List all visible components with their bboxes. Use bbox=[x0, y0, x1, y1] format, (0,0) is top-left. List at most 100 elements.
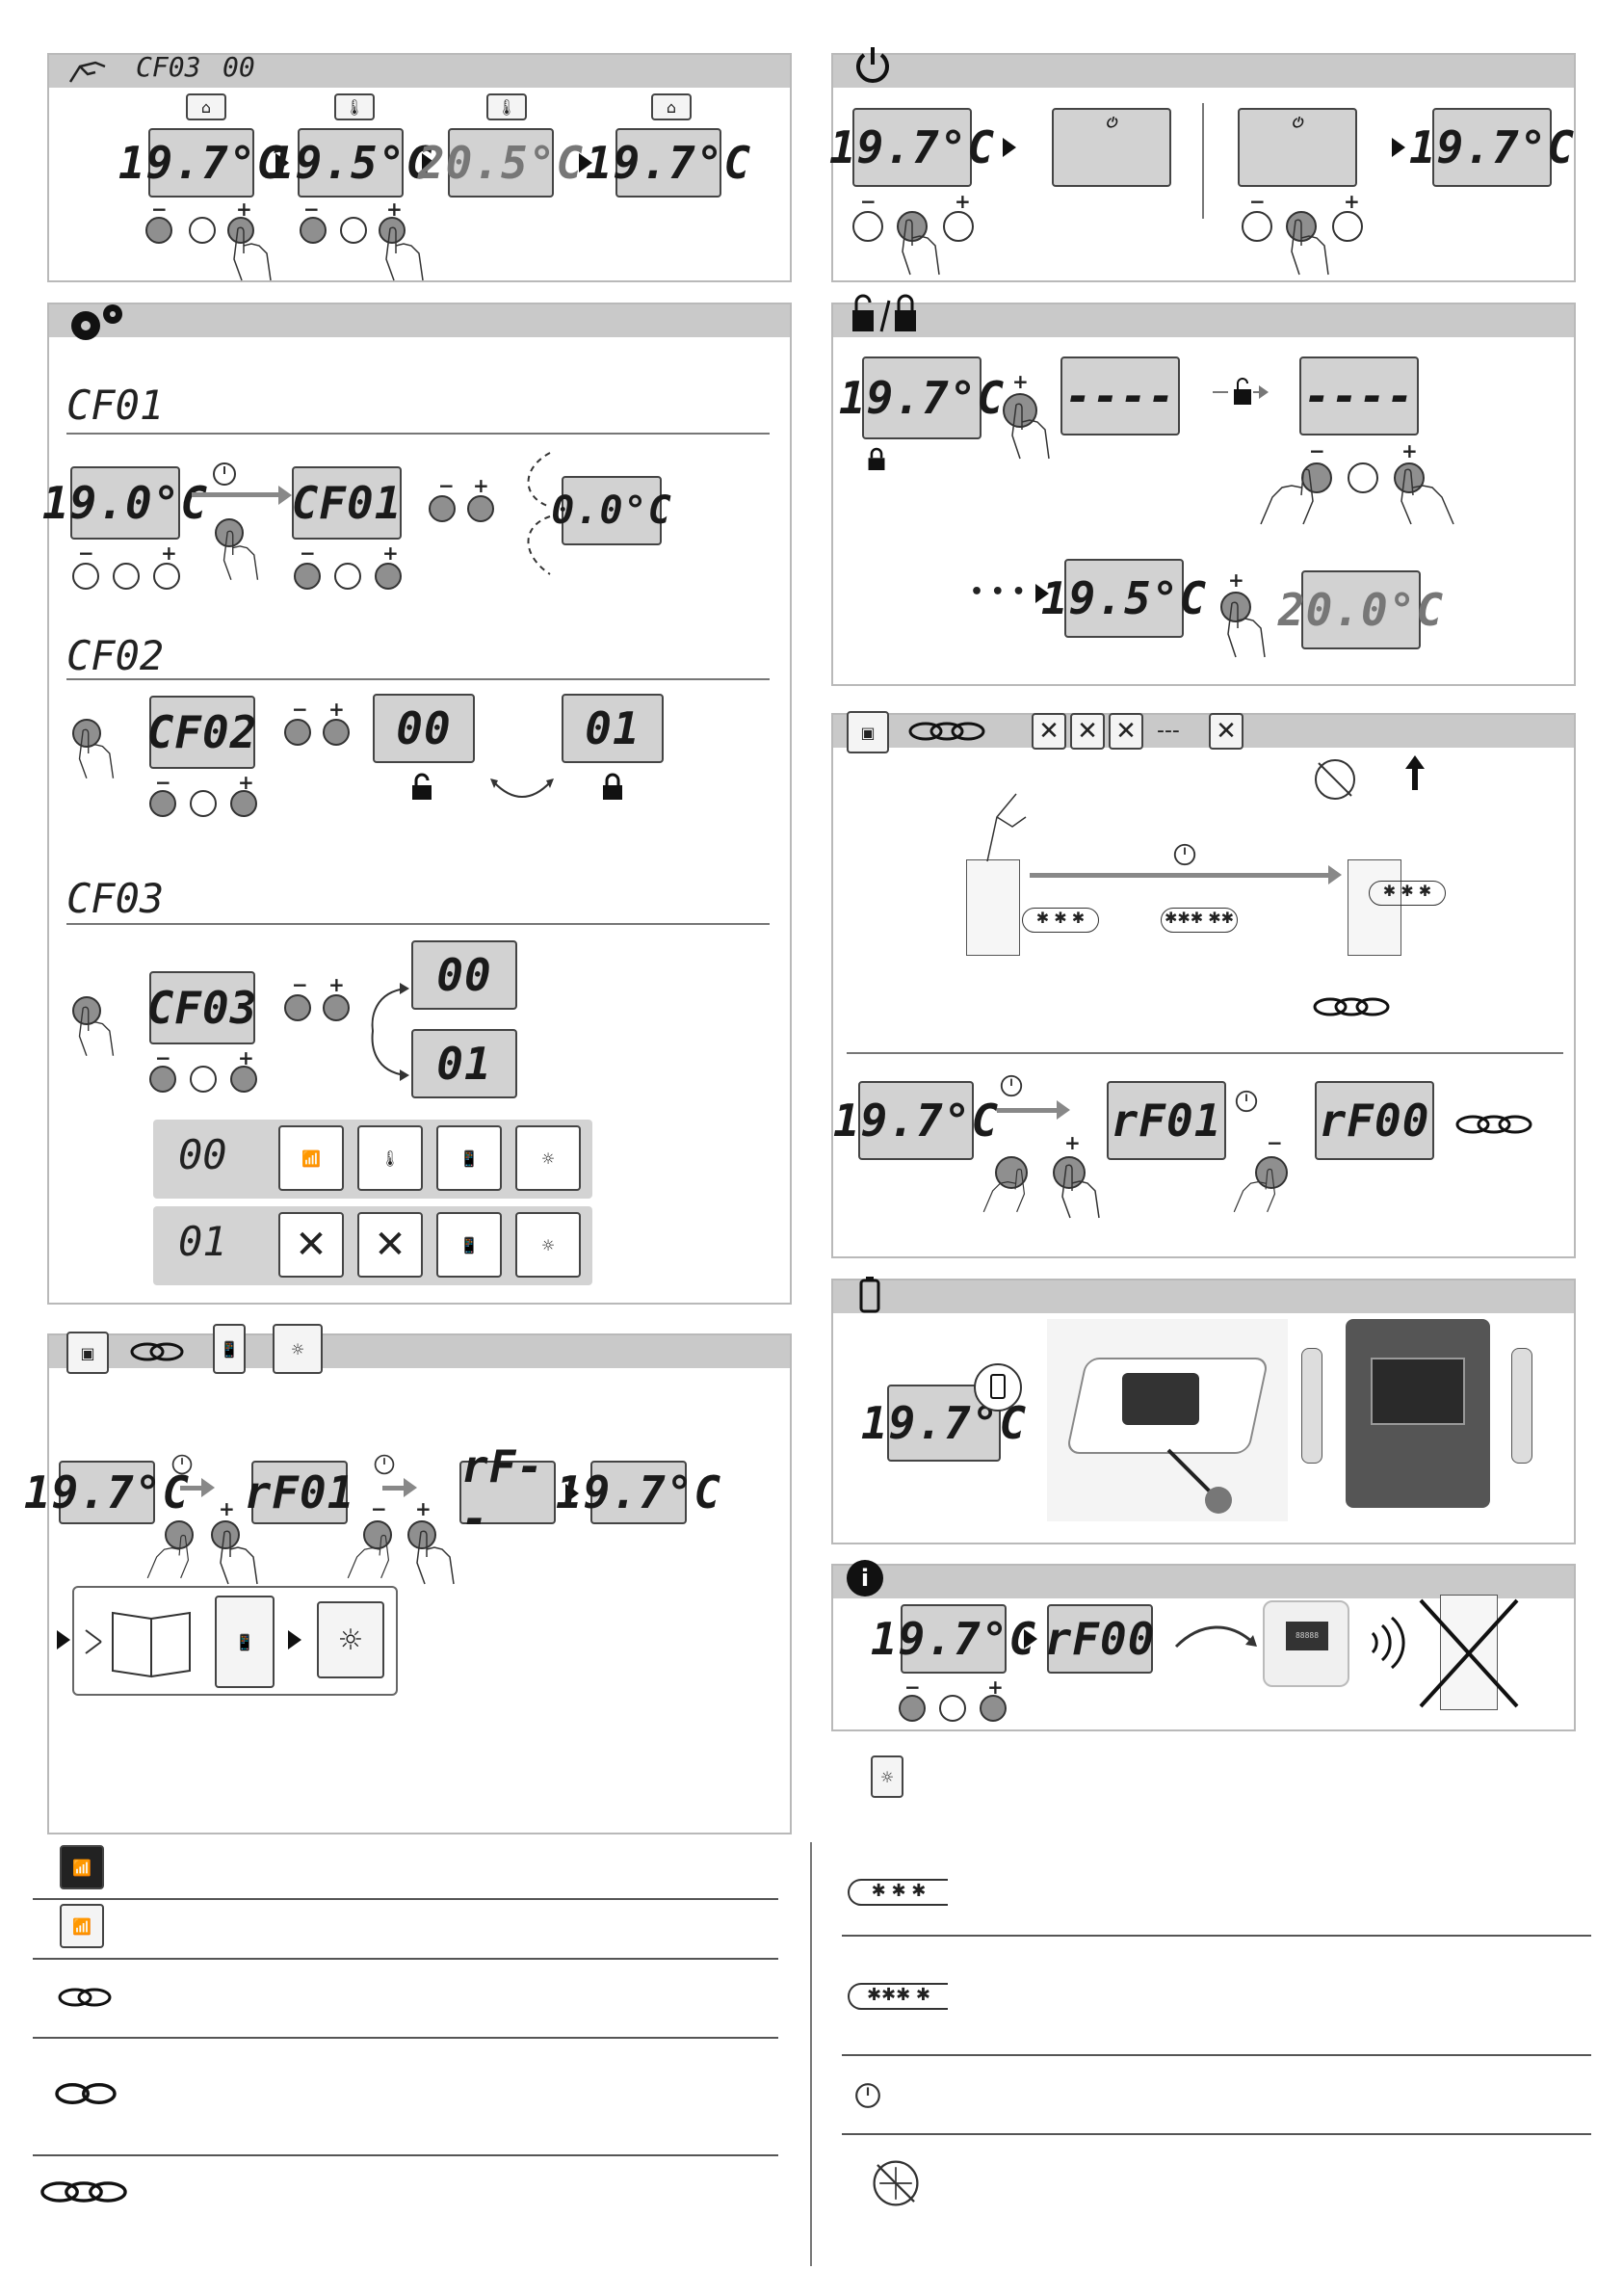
pairing-display-temp: 19.7°C bbox=[24, 1461, 189, 1524]
plus-button[interactable] bbox=[323, 994, 350, 1021]
plus-button[interactable] bbox=[379, 217, 406, 244]
led-indicator: ✱✱✱ ✱✱ bbox=[1161, 908, 1238, 933]
led-indicator: ✱ ✱ ✱ bbox=[1369, 881, 1446, 906]
pairing-display-rf01: rF01 bbox=[245, 1461, 353, 1524]
panel-info: i 19.7°C rF00 − + 88888 bbox=[831, 1560, 1576, 1731]
pairing-display-temp-2: 19.7°C bbox=[556, 1461, 720, 1524]
plus-label: + bbox=[382, 541, 399, 565]
display-off-2: ⏻ bbox=[1238, 108, 1357, 187]
plus-label: + bbox=[386, 198, 403, 221]
mode-button[interactable] bbox=[189, 217, 216, 244]
hold-timer-icon bbox=[213, 462, 236, 486]
minus-button[interactable] bbox=[72, 563, 99, 590]
broken-link-icon bbox=[1455, 1115, 1532, 1134]
plus-button[interactable] bbox=[943, 211, 974, 242]
plus-label: + bbox=[987, 1676, 1004, 1699]
minus-button[interactable] bbox=[284, 719, 311, 746]
phone-app-icon: 📱 bbox=[213, 1324, 246, 1374]
minus-label: − bbox=[904, 1676, 921, 1699]
remote-sensor-icon: 📶 bbox=[278, 1125, 344, 1191]
minus-label: − bbox=[78, 541, 94, 565]
hold-arrow bbox=[997, 1108, 1059, 1113]
mode-button[interactable] bbox=[190, 790, 217, 817]
triple-broken-link-icon bbox=[40, 2181, 127, 2203]
plus-button[interactable] bbox=[153, 563, 180, 590]
plus-button[interactable] bbox=[230, 1066, 257, 1093]
minus-button[interactable] bbox=[899, 1695, 926, 1722]
finger-press-icon bbox=[982, 1168, 1026, 1213]
cf01-title: CF01 bbox=[66, 382, 165, 429]
gateway-device: 88888 bbox=[1263, 1600, 1349, 1687]
mode-button-press[interactable] bbox=[215, 518, 244, 547]
minus-label: − bbox=[860, 190, 877, 213]
plus-button[interactable] bbox=[980, 1695, 1007, 1722]
plus-button[interactable] bbox=[230, 790, 257, 817]
mode-button[interactable] bbox=[1348, 462, 1378, 493]
minus-button[interactable] bbox=[145, 217, 172, 244]
minus-label: − bbox=[300, 541, 316, 565]
mode-button[interactable] bbox=[334, 563, 361, 590]
curve-arrow bbox=[1174, 1625, 1257, 1649]
plus-label: + bbox=[238, 1046, 254, 1069]
plus-button[interactable] bbox=[227, 217, 254, 244]
mode-button[interactable] bbox=[113, 563, 140, 590]
minus-label: − bbox=[292, 698, 308, 721]
no-light-icon bbox=[873, 2160, 919, 2206]
minus-button[interactable] bbox=[1301, 462, 1332, 493]
lock-display-temp: 19.7°C bbox=[839, 356, 1004, 439]
arrow bbox=[1035, 584, 1049, 603]
minus-button[interactable] bbox=[300, 217, 327, 244]
mode-button[interactable] bbox=[939, 1695, 966, 1722]
home-mode-icon: ⌂ bbox=[186, 93, 226, 120]
battery-right bbox=[1511, 1348, 1532, 1464]
plus-button[interactable] bbox=[1332, 211, 1363, 242]
minus-button[interactable] bbox=[429, 495, 456, 522]
plus-label: + bbox=[415, 1497, 432, 1520]
plus-button[interactable] bbox=[1053, 1156, 1086, 1189]
header-value: 00 bbox=[223, 51, 255, 83]
minus-button[interactable] bbox=[1242, 211, 1272, 242]
minus-button[interactable] bbox=[149, 1066, 176, 1093]
mode-button[interactable] bbox=[190, 1066, 217, 1093]
sensor-device bbox=[966, 859, 1020, 956]
mode-button[interactable] bbox=[165, 1520, 194, 1549]
unlink-display-rf01: rF01 bbox=[1107, 1081, 1226, 1160]
plus-button[interactable] bbox=[323, 719, 350, 746]
minus-button[interactable] bbox=[149, 790, 176, 817]
mode-button-press[interactable] bbox=[72, 996, 101, 1025]
plus-button[interactable] bbox=[211, 1520, 240, 1549]
panel-header bbox=[833, 1277, 1574, 1313]
display-on: 19.7°C bbox=[829, 108, 994, 187]
plus-button[interactable] bbox=[1220, 592, 1251, 622]
option-code: 01 bbox=[178, 1218, 227, 1265]
finger-press-icon bbox=[347, 1534, 390, 1579]
hold-arrow bbox=[180, 1486, 203, 1491]
plus-button[interactable] bbox=[467, 495, 494, 522]
cf02-display-00: 00 bbox=[373, 694, 475, 763]
plus-button[interactable] bbox=[407, 1520, 436, 1549]
arrow bbox=[57, 1630, 70, 1649]
minus-button[interactable] bbox=[294, 563, 321, 590]
minus-button[interactable] bbox=[1255, 1156, 1288, 1189]
legend-rule bbox=[842, 2133, 1591, 2135]
link-icon bbox=[58, 1988, 112, 2007]
finger-press-icon bbox=[223, 530, 259, 580]
info-display-rf00: rF00 bbox=[1045, 1604, 1154, 1674]
mode-button-press[interactable] bbox=[72, 719, 101, 748]
finger-press-icon bbox=[146, 1534, 190, 1579]
thermometer-icon: 🌡 bbox=[334, 93, 375, 120]
plus-label: + bbox=[161, 541, 177, 565]
plus-button[interactable] bbox=[1003, 393, 1037, 428]
lock-display-19-5: 19.5°C bbox=[1041, 559, 1206, 638]
minus-button[interactable] bbox=[284, 994, 311, 1021]
plus-label: + bbox=[1344, 190, 1360, 213]
mode-button[interactable] bbox=[340, 217, 367, 244]
minus-label: − bbox=[155, 1046, 171, 1069]
home-mode-icon-2: ⌂ bbox=[651, 93, 692, 120]
floor-sensor-icon: 🌡 bbox=[357, 1125, 423, 1191]
cf03-display-01: 01 bbox=[411, 1029, 517, 1098]
panel-pairing: ▣ 📱 ☼ 19.7°C + rF01 − + rF-- 19.7°C 📱 ☼ bbox=[24, 1324, 792, 1834]
plus-button[interactable] bbox=[375, 563, 402, 590]
minus-button[interactable] bbox=[852, 211, 883, 242]
plus-button[interactable] bbox=[1394, 462, 1425, 493]
